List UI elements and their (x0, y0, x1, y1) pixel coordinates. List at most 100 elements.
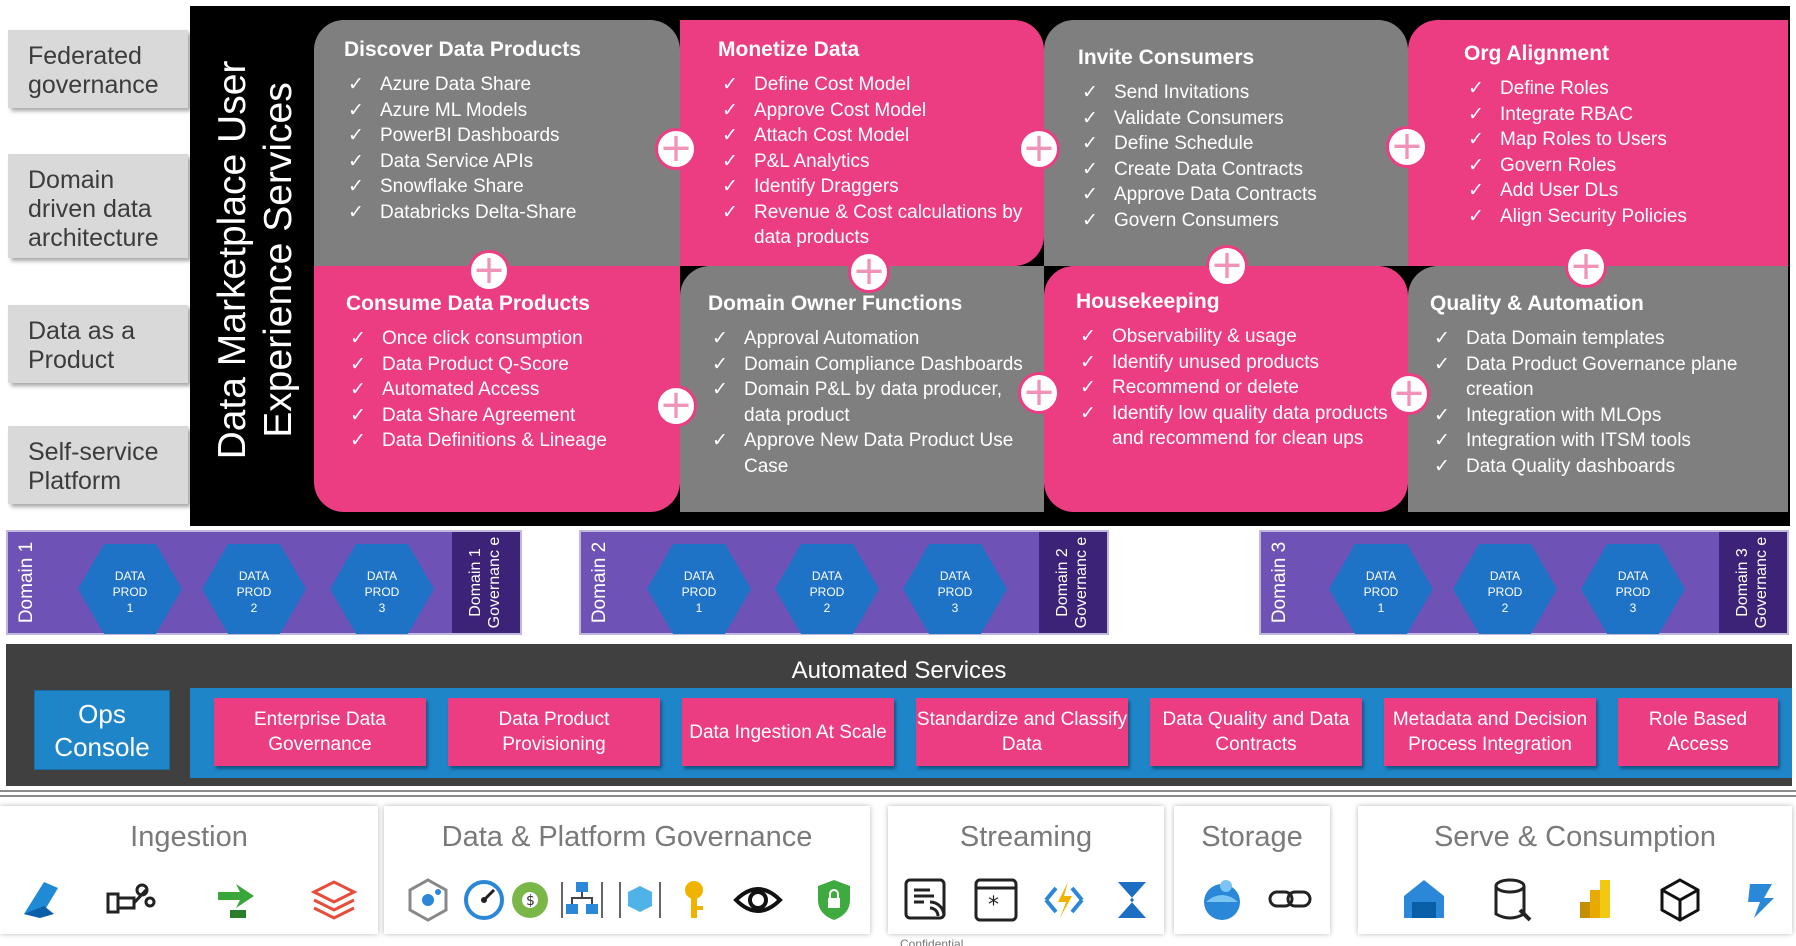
checklist-item-label: Create Data Contracts (1114, 158, 1304, 180)
domain-governance[interactable]: Domain 3 Governanc e (1719, 532, 1787, 633)
checkmark-icon: ✓ (1468, 78, 1484, 99)
service-data-product-provisioning[interactable]: Data Product Provisioning (448, 698, 660, 766)
tile-org-alignment[interactable]: Org Alignment✓Define Roles✓Integrate RBA… (1408, 20, 1788, 266)
tile-housekeeping[interactable]: Housekeeping✓Observability & usage✓Ident… (1044, 266, 1408, 512)
service-data-ingestion-at-scale[interactable]: Data Ingestion At Scale (682, 698, 894, 766)
data-migration-icon[interactable] (210, 874, 262, 926)
checklist-item: ✓Integration with ITSM tools (1430, 428, 1774, 454)
pillar-self-service-platform: Self-service Platform (8, 426, 188, 504)
checklist-item: ✓Approve Data Contracts (1078, 182, 1394, 208)
resource-group-icon[interactable] (614, 874, 666, 926)
checklist-item: ✓Data Definitions & Lineage (346, 428, 666, 454)
checklist-item-label: PowerBI Dashboards (380, 125, 560, 146)
stream-analytics-icon[interactable]: * (970, 874, 1022, 926)
checklist-item: ✓Create Data Contracts (1078, 157, 1394, 183)
eye-icon[interactable] (732, 874, 784, 926)
checkmark-icon: ✓ (722, 74, 738, 95)
service-metadata-and-decision-process-integration[interactable]: Metadata and Decision Process Integratio… (1384, 698, 1596, 766)
tile-monetize-data[interactable]: Monetize Data✓Define Cost Model✓Approve … (680, 20, 1044, 266)
event-grid-icon[interactable] (1106, 874, 1158, 926)
checklist-item-label: Govern Roles (1500, 154, 1617, 176)
pipeline-icon[interactable] (104, 874, 156, 926)
data-factory-icon[interactable] (14, 874, 66, 926)
plus-icon[interactable]: + (1388, 373, 1430, 415)
pillar-federated-governance: Federated governance (8, 30, 188, 108)
plus-icon[interactable]: + (1018, 128, 1060, 170)
domain-label-text: Domain 2 (589, 541, 610, 624)
checkmark-icon: ✓ (1082, 209, 1098, 231)
checkmark-icon: ✓ (1082, 133, 1098, 154)
sql-database-icon[interactable] (1486, 874, 1538, 926)
checkmark-icon: ✓ (1080, 402, 1096, 424)
plus-icon[interactable]: + (1018, 372, 1060, 414)
event-hub-icon[interactable] (900, 874, 952, 926)
tile-consume-data-products[interactable]: Consume Data Products✓Once click consump… (314, 266, 680, 512)
plus-icon[interactable]: + (468, 250, 510, 292)
hierarchy-icon[interactable] (556, 874, 608, 926)
functions-icon[interactable] (1038, 874, 1090, 926)
monitor-icon[interactable] (458, 874, 510, 926)
tile-domain-owner-functions[interactable]: Domain Owner Functions✓Approval Automati… (680, 266, 1044, 512)
service-role-based-access[interactable]: Role Based Access (1618, 698, 1778, 766)
checklist-item: ✓Domain Compliance Dashboards (708, 352, 1030, 378)
power-bi-icon[interactable] (1570, 874, 1622, 926)
domain-label: Domain 1 (8, 532, 46, 633)
plus-icon[interactable]: + (655, 128, 697, 170)
plus-icon[interactable]: + (848, 251, 890, 293)
service-enterprise-data-governance[interactable]: Enterprise Data Governance (214, 698, 426, 766)
checklist-item: ✓Approve New Data Product Use Case (708, 428, 1030, 479)
checkmark-icon: ✓ (350, 328, 366, 349)
domain-governance[interactable]: Domain 1 Governanc e (452, 532, 520, 633)
checklist-item: ✓Validate Consumers (1078, 106, 1394, 132)
plus-icon[interactable]: + (1565, 246, 1607, 288)
checklist-item: ✓Revenue & Cost calculations by data pro… (718, 200, 1030, 251)
key-vault-icon[interactable] (668, 874, 720, 926)
tile-quality-automation[interactable]: Quality & Automation✓Data Domain templat… (1408, 266, 1788, 512)
cost-management-icon[interactable]: $ (504, 874, 556, 926)
power-automate-icon[interactable] (1736, 874, 1788, 926)
ops-console-button[interactable]: Ops Console (34, 690, 170, 770)
security-shield-icon[interactable] (808, 874, 860, 926)
service-standardize-and-classify-data[interactable]: Standardize and Classify Data (916, 698, 1128, 766)
checklist-item: ✓Identify Draggers (718, 174, 1030, 200)
tile-discover-data-products[interactable]: Discover Data Products✓Azure Data Share✓… (314, 20, 680, 266)
synapse-icon[interactable] (1398, 874, 1450, 926)
plus-icon[interactable]: + (655, 385, 697, 427)
checklist-item-label: Approve New Data Product Use Case (744, 430, 1014, 477)
checkmark-icon: ✓ (1080, 351, 1096, 373)
checklist-item-label: Domain P&L by data producer, data produc… (744, 379, 1003, 426)
tile-title: Monetize Data (718, 38, 860, 61)
checkmark-icon: ✓ (1434, 353, 1450, 375)
svg-text:$: $ (526, 893, 535, 909)
checkmark-icon: ✓ (348, 201, 364, 223)
data-lake-icon[interactable] (1196, 874, 1248, 926)
link-icon[interactable] (1264, 874, 1316, 926)
domain-label: Domain 3 (1261, 532, 1299, 633)
checkmark-icon: ✓ (722, 201, 738, 223)
checklist-item: ✓Attach Cost Model (718, 123, 1030, 149)
checklist-item: ✓ Data Product Governance plane creation (1430, 352, 1774, 403)
cube-icon[interactable] (1654, 874, 1706, 926)
checkmark-icon: ✓ (1434, 430, 1450, 451)
checklist-item-label: Data Product Governance plane creation (1466, 353, 1738, 401)
plus-icon[interactable]: + (1206, 245, 1248, 287)
service-data-quality-and-data-contracts[interactable]: Data Quality and Data Contracts (1150, 698, 1362, 766)
purview-icon[interactable] (402, 874, 454, 926)
tile-invite-consumers[interactable]: Invite Consumers✓Send Invitations✓Valida… (1044, 20, 1408, 266)
plus-icon[interactable]: + (1386, 126, 1428, 168)
domain-governance[interactable]: Domain 2 Governanc e (1039, 532, 1107, 633)
checkmark-icon: ✓ (348, 125, 364, 146)
databricks-icon[interactable] (308, 874, 360, 926)
checkmark-icon: ✓ (348, 176, 364, 197)
checkmark-icon: ✓ (1082, 107, 1098, 129)
tile-title: Housekeeping (1076, 290, 1220, 313)
